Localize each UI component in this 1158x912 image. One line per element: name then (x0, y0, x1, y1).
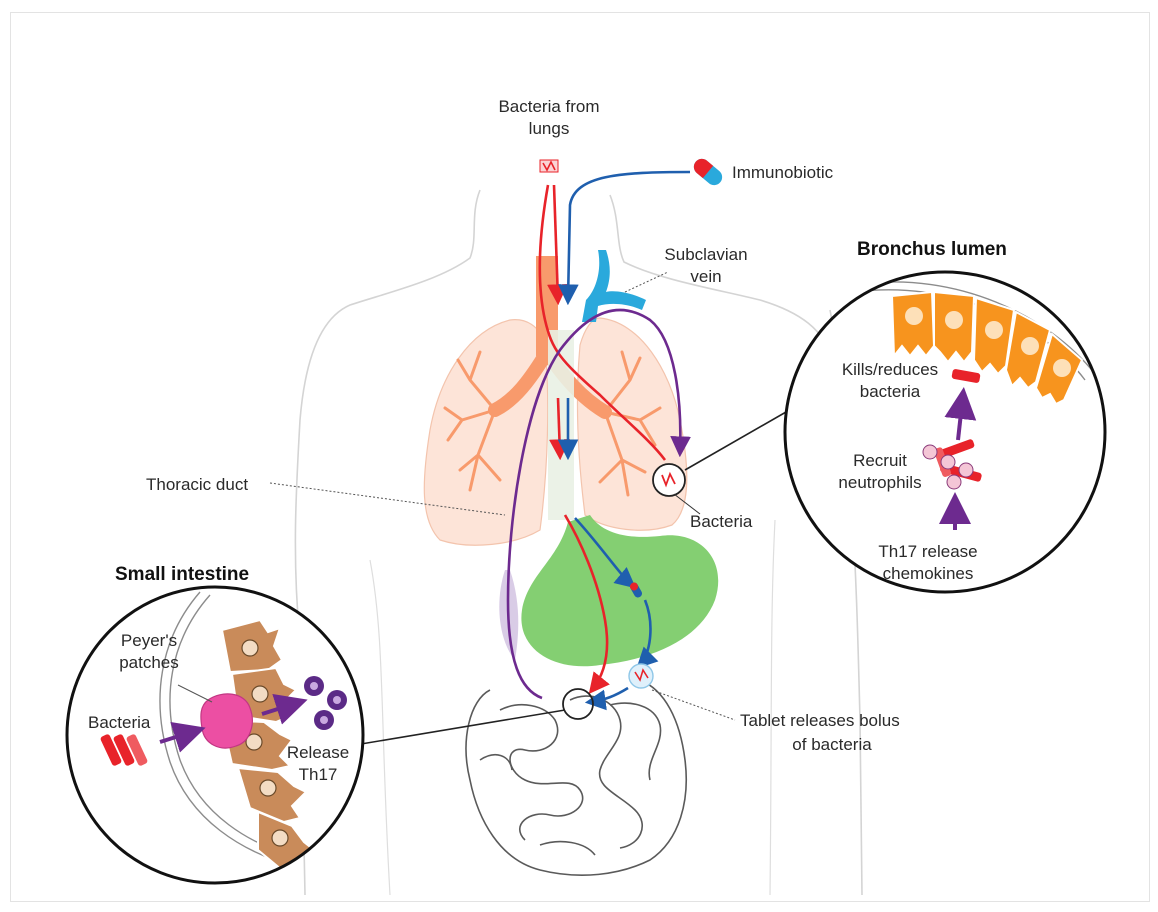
label-subclavian-1: Subclavian (664, 245, 747, 264)
bronchus-th17-1: Th17 release (878, 542, 977, 561)
bronchus-kills-1: Kills/reduces (842, 360, 938, 379)
stomach (521, 515, 718, 666)
bronchus-recruit-2: neutrophils (838, 473, 921, 492)
immunobiotic-path (568, 172, 690, 300)
intestines (466, 680, 686, 875)
intestine-release-2: Th17 (299, 765, 338, 784)
intestine-peyers-1: Peyer's (121, 631, 177, 650)
lung-bacteria-circle (653, 464, 685, 496)
label-tablet-2: of bacteria (792, 735, 872, 754)
bronchus-recruit-1: Recruit (853, 451, 907, 470)
intestine-site-circle (563, 689, 593, 719)
label-bacteria-from-lungs-2: lungs (529, 119, 570, 138)
intestine-inset (67, 587, 363, 883)
label-subclavian-2: vein (690, 267, 721, 286)
bronchus-th17-2: chemokines (883, 564, 974, 583)
intestine-peyers-2: patches (119, 653, 179, 672)
bolus-icon (629, 664, 653, 688)
bronchus-kills-2: bacteria (860, 382, 921, 401)
intestine-title: Small intestine (115, 564, 249, 585)
intestine-release-1: Release (287, 743, 349, 762)
bronchus-title: Bronchus lumen (857, 239, 1007, 260)
bacteria-top-icon (540, 160, 558, 172)
capsule-icon (691, 156, 726, 189)
label-immunobiotic: Immunobiotic (732, 163, 834, 182)
label-bacteria-lung: Bacteria (690, 512, 753, 531)
label-tablet-1: Tablet releases bolus (740, 711, 900, 730)
label-bacteria-from-lungs-1: Bacteria from (498, 97, 599, 116)
label-thoracic-duct: Thoracic duct (146, 475, 248, 494)
intestine-bacteria: Bacteria (88, 713, 151, 732)
peyers-patch-icon (201, 694, 252, 748)
